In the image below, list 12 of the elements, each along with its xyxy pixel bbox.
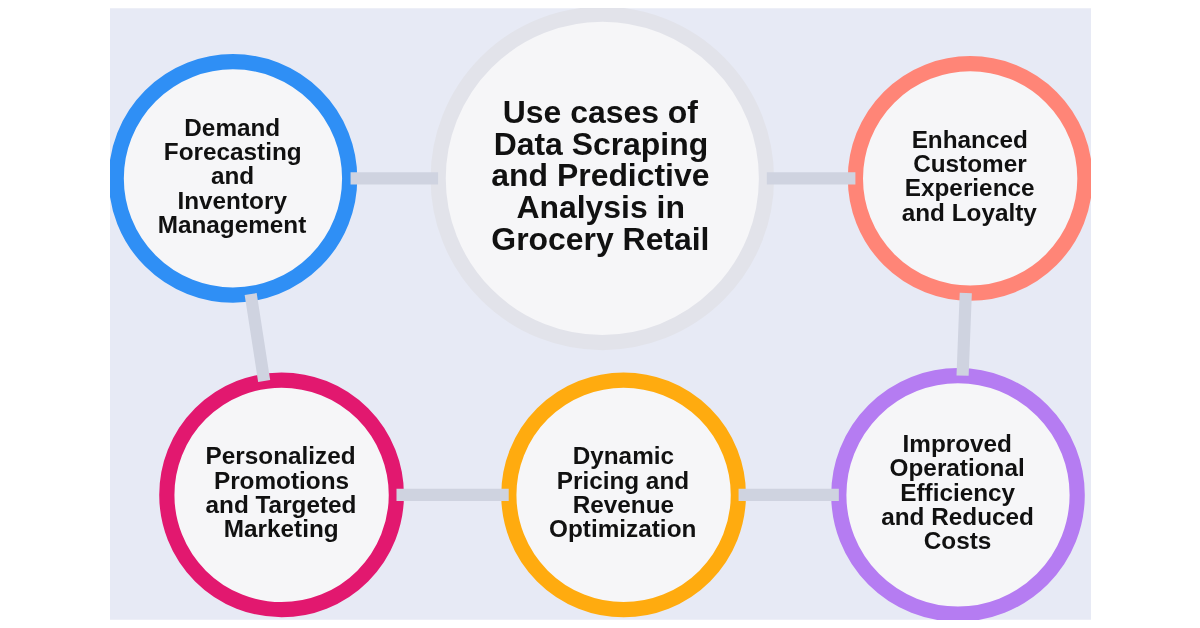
node-circle: Dynamic Pricing and Revenue Optimization [500,372,746,618]
connector [956,292,972,376]
connector [766,172,855,185]
node-circle: Improved Operational Efficiency and Reduced Costs [830,368,1085,620]
connector [244,293,270,382]
node-circle: Use cases of Data Scraping and Predictive Analysis in Grocery Retail [430,8,774,351]
node-circle: Personalized Promotions and Targeted Marketing [158,372,404,618]
node-circle: Demand Forecasting and Inventory Management [109,54,357,303]
connector [396,488,509,501]
node-circle: Enhanced Customer Experience and Loyalty [847,56,1091,301]
connector [350,172,438,185]
connector [738,488,839,501]
